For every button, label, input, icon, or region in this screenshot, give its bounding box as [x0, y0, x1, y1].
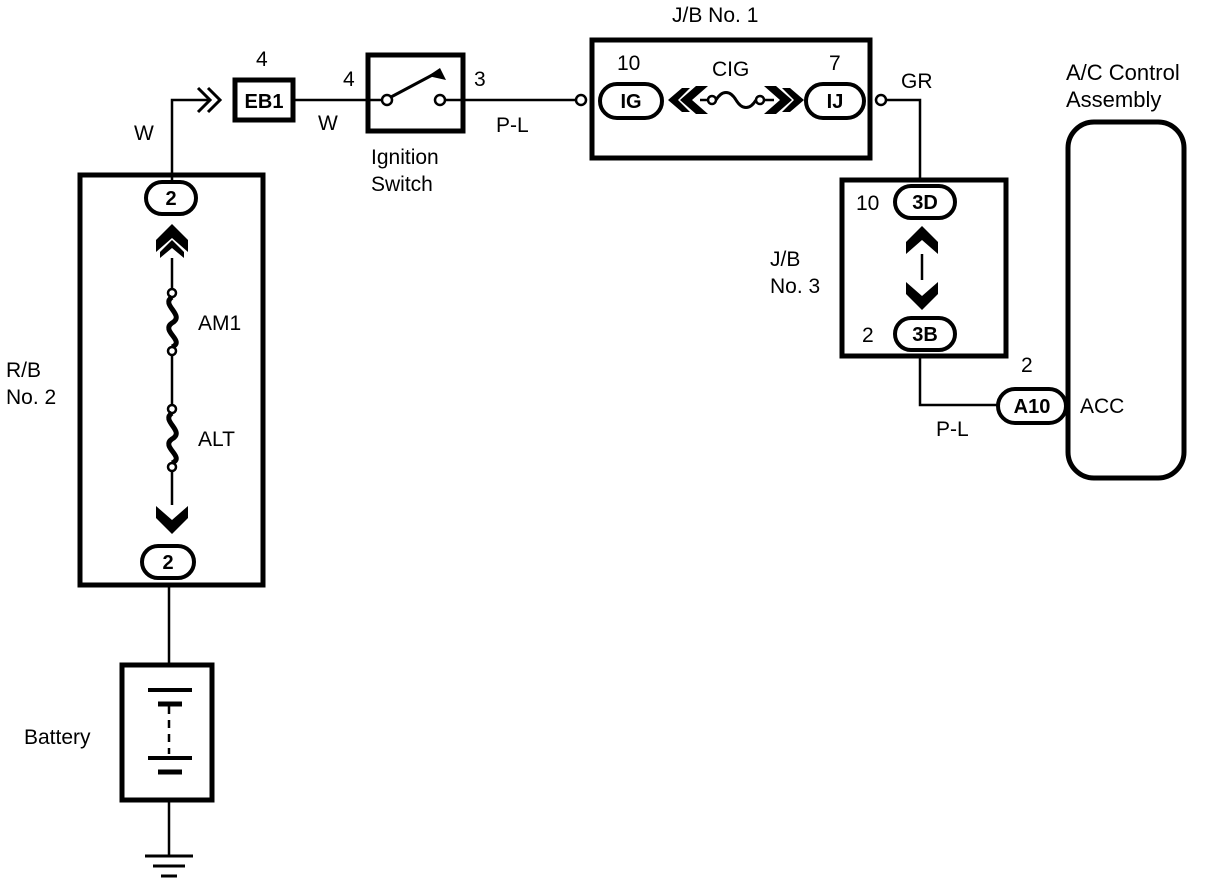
eb1-pin: 4 — [256, 48, 268, 71]
eb1-connector: EB1 4 — [196, 48, 296, 123]
switch-contact-icon — [433, 93, 447, 107]
jb1-pin-out: 7 — [829, 52, 841, 75]
jb1-box — [589, 37, 873, 161]
jb3-connector-3d-label: 3D — [912, 192, 938, 214]
rb2-title-line2: No. 2 — [6, 386, 56, 409]
battery: Battery — [24, 662, 215, 803]
jb3-pin-bottom: 2 — [862, 324, 874, 347]
jb3-title-line1: J/B — [770, 248, 800, 271]
chevron-right-icon — [782, 88, 804, 112]
junction-block-1: J/B No. 1 IG 10 CIG IJ 7 — [574, 4, 888, 161]
fuse-icon — [166, 410, 179, 466]
terminal-dot — [574, 93, 588, 107]
ac-connector-a10 — [996, 387, 1068, 425]
fuse-icon — [166, 294, 179, 350]
ignition-pin-out: 3 — [474, 68, 486, 91]
switch-lever-tip-icon — [428, 68, 446, 80]
jb3-connector-3d — [893, 184, 957, 220]
terminal-dot — [166, 403, 178, 415]
rb2-connector-top — [144, 180, 198, 216]
ac-title-line2: Assembly — [1066, 87, 1161, 112]
rb2-title-line1: R/B — [6, 359, 41, 382]
jb1-connector-ig-label: IG — [620, 91, 641, 113]
jb3-connector-3b-label: 3B — [912, 324, 938, 346]
relay-block-2: 2 AM1 ALT 2 R/B No. 2 — [6, 172, 266, 588]
rb2-box — [77, 172, 266, 588]
rb2-connector-bottom-label: 2 — [162, 552, 173, 574]
chevron-right-icon — [764, 86, 792, 114]
jb3-pin-top: 10 — [856, 192, 879, 215]
rb2-connector-top-label: 2 — [165, 188, 176, 210]
ac-terminal-label: ACC — [1080, 395, 1124, 418]
junction-block-3: 3D 10 3B 2 J/B No. 3 — [770, 177, 1009, 359]
jb1-fuse-label: CIG — [712, 58, 749, 81]
battery-box — [119, 662, 215, 803]
eb1-label: EB1 — [245, 91, 284, 113]
ac-title-line1: A/C Control — [1066, 60, 1180, 85]
jb3-title-line2: No. 3 — [770, 275, 820, 298]
wire-label-pl-bottom: P-L — [936, 418, 969, 441]
terminal-dot — [706, 94, 718, 106]
terminal-dot — [754, 94, 766, 106]
wire-w-left — [170, 98, 210, 180]
wire-label-pl-top: P-L — [496, 114, 529, 137]
ground-icon — [145, 854, 193, 878]
chevron-up-icon — [906, 226, 938, 254]
ac-connector-pin: 2 — [1021, 354, 1033, 377]
chevron-up-icon — [160, 240, 184, 258]
chevron-down-icon — [906, 282, 938, 310]
fuse-alt-label: ALT — [198, 428, 235, 451]
ignition-switch: 4 3 Ignition Switch — [343, 52, 486, 196]
chevron-up-icon — [156, 224, 188, 252]
jb1-connector-ij — [804, 82, 866, 120]
terminal-dot — [874, 93, 888, 107]
jb3-connector-3b — [893, 316, 957, 352]
jb3-box — [839, 177, 1009, 359]
switch-contact-icon — [380, 93, 394, 107]
jb1-title: J/B No. 1 — [672, 4, 758, 27]
wire-pl-bottom — [918, 355, 998, 407]
wire-label-gr: GR — [901, 70, 933, 93]
ignition-title-line1: Ignition — [371, 146, 439, 169]
wire-gr — [884, 98, 922, 182]
ac-control-assembly: A/C Control Assembly A10 2 ACC — [996, 60, 1187, 481]
battery-label: Battery — [24, 726, 91, 749]
fuse-am1-label: AM1 — [198, 312, 241, 335]
wire-label-w-left: W — [134, 122, 154, 145]
ignition-box — [365, 52, 466, 134]
wire-label-w-mid: W — [318, 112, 338, 135]
chevron-down-icon — [156, 506, 188, 534]
chevron-left-icon — [680, 86, 708, 114]
ac-control-box — [1065, 119, 1187, 481]
terminal-dot — [166, 287, 178, 299]
ac-connector-label: A10 — [1014, 396, 1051, 418]
terminal-dot — [166, 345, 178, 357]
jb1-connector-ij-label: IJ — [827, 91, 844, 113]
jb1-pin-in: 10 — [617, 52, 640, 75]
ignition-pin-in: 4 — [343, 68, 355, 91]
jb1-connector-ig — [598, 82, 664, 120]
rb2-connector-bottom — [140, 544, 196, 580]
connector-arrow-icon — [196, 86, 223, 114]
chevron-left-icon — [668, 88, 690, 112]
terminal-dot — [166, 461, 178, 473]
fuse-icon — [714, 91, 758, 109]
ignition-title-line2: Switch — [371, 173, 433, 196]
eb1-box — [232, 77, 296, 123]
